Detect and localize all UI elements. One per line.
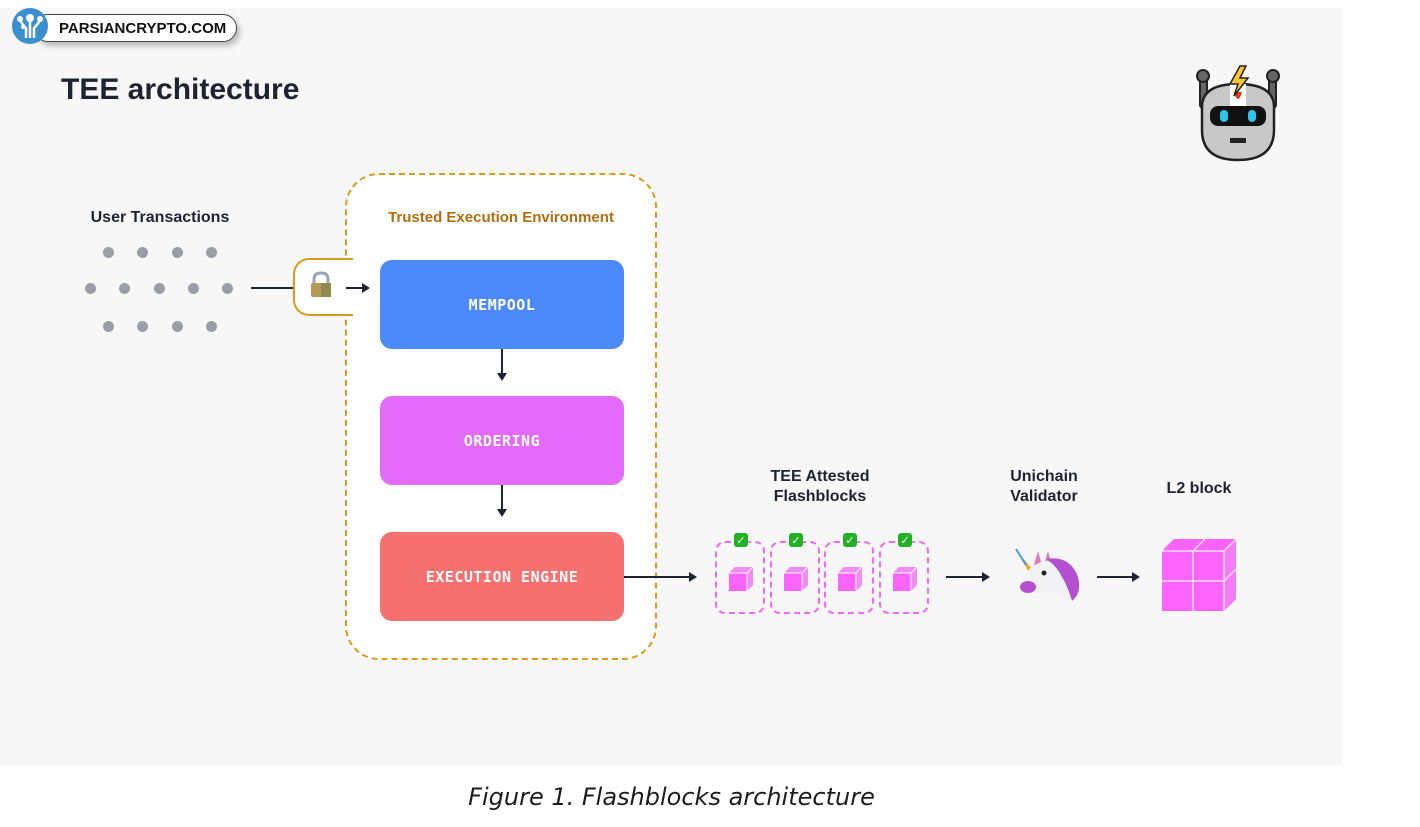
flashblocks-label: TEE Attested Flashblocks [730, 467, 910, 507]
cube-icon [893, 566, 918, 591]
check-mark-icon: ✓ [734, 533, 748, 547]
ordering-block: ORDERING [380, 396, 624, 485]
transaction-dot [172, 247, 183, 258]
transaction-dot [206, 247, 217, 258]
arrow-head [689, 572, 697, 582]
mempool-block: MEMPOOL [380, 260, 624, 349]
l2-block-cube-icon [1160, 537, 1238, 618]
unicorn-icon [1012, 543, 1082, 610]
arrow-head [497, 509, 507, 517]
arrow-head [362, 283, 370, 293]
transaction-dot [137, 321, 148, 332]
arrow-head [982, 572, 990, 582]
transaction-dot [222, 283, 233, 294]
transaction-dot [103, 247, 114, 258]
parsiancrypto-logo-icon [12, 8, 48, 44]
execution-engine-block: EXECUTION ENGINE [380, 532, 624, 621]
arrow-line [501, 349, 503, 373]
arrow-line [501, 485, 503, 509]
connector-line [251, 287, 295, 289]
validator-label-line2: Validator [1010, 488, 1078, 505]
transaction-dot [119, 283, 130, 294]
transaction-dot [206, 321, 217, 332]
arrow-head [497, 373, 507, 381]
transaction-dot [172, 321, 183, 332]
arrow-line [346, 287, 362, 289]
user-transactions-label: User Transactions [90, 209, 230, 226]
arrow-line [624, 576, 689, 578]
transaction-dot [188, 283, 199, 294]
cube-icon [784, 566, 809, 591]
transaction-dot [103, 321, 114, 332]
diagram-panel [0, 8, 1343, 766]
transaction-dot [154, 283, 165, 294]
figure-caption: Figure 1. Flashblocks architecture [468, 783, 875, 811]
validator-label-line1: Unichain [1010, 468, 1078, 485]
cube-icon [838, 566, 863, 591]
arrow-line [946, 576, 982, 578]
flashblocks-label-line1: TEE Attested [770, 468, 870, 485]
diagram-title: TEE architecture [61, 73, 300, 106]
tee-label: Trusted Execution Environment [388, 209, 614, 226]
check-mark-icon: ✓ [843, 533, 857, 547]
arrow-head [1132, 572, 1140, 582]
check-mark-icon: ✓ [789, 533, 803, 547]
l2-block-label: L2 block [1166, 480, 1232, 497]
transaction-dot [85, 283, 96, 294]
watermark-text: PARSIANCRYPTO.COM [34, 14, 238, 42]
check-mark-icon: ✓ [898, 533, 912, 547]
robot-lightning-icon [1192, 62, 1284, 169]
transaction-dot [137, 247, 148, 258]
arrow-line [1097, 576, 1132, 578]
cube-icon [729, 566, 754, 591]
padlock-icon [309, 271, 333, 304]
flashblocks-label-line2: Flashblocks [773, 488, 867, 505]
validator-label: Unichain Validator [964, 467, 1124, 507]
